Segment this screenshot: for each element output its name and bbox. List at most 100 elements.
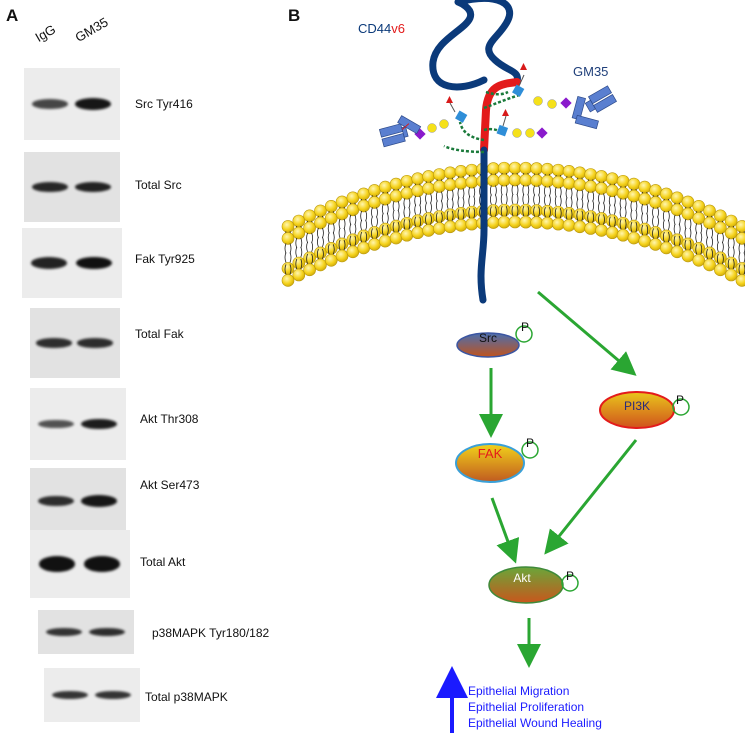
lipid-head-inner (357, 241, 370, 255)
lipid-head-inner (497, 215, 511, 229)
lipid-tail (317, 248, 324, 260)
lipid-tail (608, 195, 616, 206)
band-igg (31, 99, 68, 109)
lipid-tail (338, 218, 346, 230)
lipid-head-outer (616, 186, 630, 200)
lipid-tail (468, 207, 476, 219)
lipid-head-inner (660, 241, 673, 255)
lipid-tail (349, 214, 357, 225)
lipid-tail (587, 200, 595, 211)
lipid-head-inner (281, 262, 295, 275)
lipid-head-outer (357, 187, 370, 201)
lipid-head-inner (530, 204, 543, 217)
lipid-tail (662, 231, 670, 243)
lipid-tail (662, 219, 670, 231)
lipid-tail (284, 252, 292, 263)
lipid-head-inner (324, 254, 338, 267)
fak-node: FAK P (455, 436, 539, 483)
lipid-head-outer (346, 191, 360, 205)
lipid-tail (522, 184, 530, 196)
lipid-tail (619, 198, 627, 209)
lipid-tail (684, 239, 692, 251)
lipid-tail (425, 214, 432, 225)
lipid-head-outer (627, 177, 641, 191)
lipid-tail (652, 228, 659, 239)
lipid-head-outer (541, 162, 554, 176)
lipid-head-outer (335, 195, 349, 209)
pi3k-label: PI3K (624, 399, 650, 413)
lipid-tail (544, 207, 551, 218)
lipid-head-inner (465, 205, 479, 219)
lipid-tail (630, 209, 638, 221)
lipid-head-outer (378, 192, 392, 206)
lipid-head-outer (411, 184, 425, 198)
lipid-head-inner (670, 245, 684, 259)
lipid-tail (576, 189, 584, 200)
pi3k-phospho-label: P (676, 393, 684, 407)
lipid-tail (533, 206, 541, 217)
lipid-head-outer (443, 166, 457, 180)
akt-phospho-label: P (566, 569, 574, 583)
lipid-head-outer (638, 180, 652, 194)
lipid-head-inner (670, 233, 684, 247)
lipid-tail (414, 204, 422, 215)
lipid-head-outer (497, 161, 511, 175)
lipid-head-outer (433, 168, 446, 181)
lipid-head-inner (714, 263, 727, 277)
lipid-head-inner (584, 222, 597, 235)
lipid-head-inner (703, 258, 716, 272)
lipid-head-inner (573, 208, 587, 222)
lipid-head-inner (519, 203, 533, 217)
lipid-head-outer (649, 184, 662, 197)
arrow-fak-to-akt (490, 497, 520, 564)
lipid-tail (371, 207, 378, 218)
band-gm35 (81, 418, 118, 430)
lipid-head-outer (681, 207, 695, 221)
lipid-tail (403, 219, 411, 230)
blot-label: Total Src (135, 178, 182, 192)
lipid-head-inner (303, 263, 316, 277)
lipid-head-outer (519, 173, 533, 187)
lipid-tail (641, 203, 649, 215)
lipid-tail (554, 186, 562, 198)
lipid-tail (489, 194, 497, 205)
arrow-cd44-to-pi3k (537, 290, 637, 376)
lipid-tail (468, 195, 476, 207)
lipid-head-inner (530, 216, 543, 229)
lipid-head-inner (433, 210, 446, 223)
lipid-head-inner (346, 245, 360, 259)
lipid-tail (327, 244, 335, 255)
lipid-head-inner (368, 238, 381, 251)
lipid-tail (598, 214, 605, 225)
band-igg (39, 556, 75, 572)
lipid-tail (392, 209, 400, 221)
lipid-tail (738, 252, 745, 263)
cd44-transmembrane-tail (477, 146, 488, 304)
lipid-head-inner (411, 214, 425, 228)
lipid-head-outer (670, 191, 684, 205)
lipid-head-outer (562, 177, 576, 190)
lipid-tail (695, 223, 703, 234)
lipid-head-outer (703, 216, 716, 230)
lipid-head-inner (303, 251, 316, 265)
cd44v6-label: CD44v6 (358, 21, 405, 36)
lipid-head-inner (616, 228, 630, 242)
lipid-head-outer (692, 212, 706, 225)
lipid-head-inner (541, 204, 554, 218)
lipid-tail (435, 191, 443, 202)
lipid-head-outer (454, 177, 468, 190)
outcome-migration: Epithelial Migration (468, 684, 569, 698)
blot-label: Total p38MAPK (145, 690, 228, 704)
band-igg (51, 691, 88, 699)
lipid-head-inner (335, 249, 349, 263)
lipid-tail (457, 209, 465, 220)
lipid-head-outer (411, 172, 425, 186)
lipid-head-outer (465, 175, 479, 189)
lipid-head-inner (400, 216, 414, 230)
fak-label: FAK (478, 446, 503, 461)
lipid-head-inner (605, 214, 619, 228)
lipid-head-outer (724, 226, 738, 240)
outcome-proliferation: Epithelial Proliferation (468, 700, 584, 714)
lipid-head-inner (487, 204, 500, 217)
lipid-tail (576, 210, 584, 221)
